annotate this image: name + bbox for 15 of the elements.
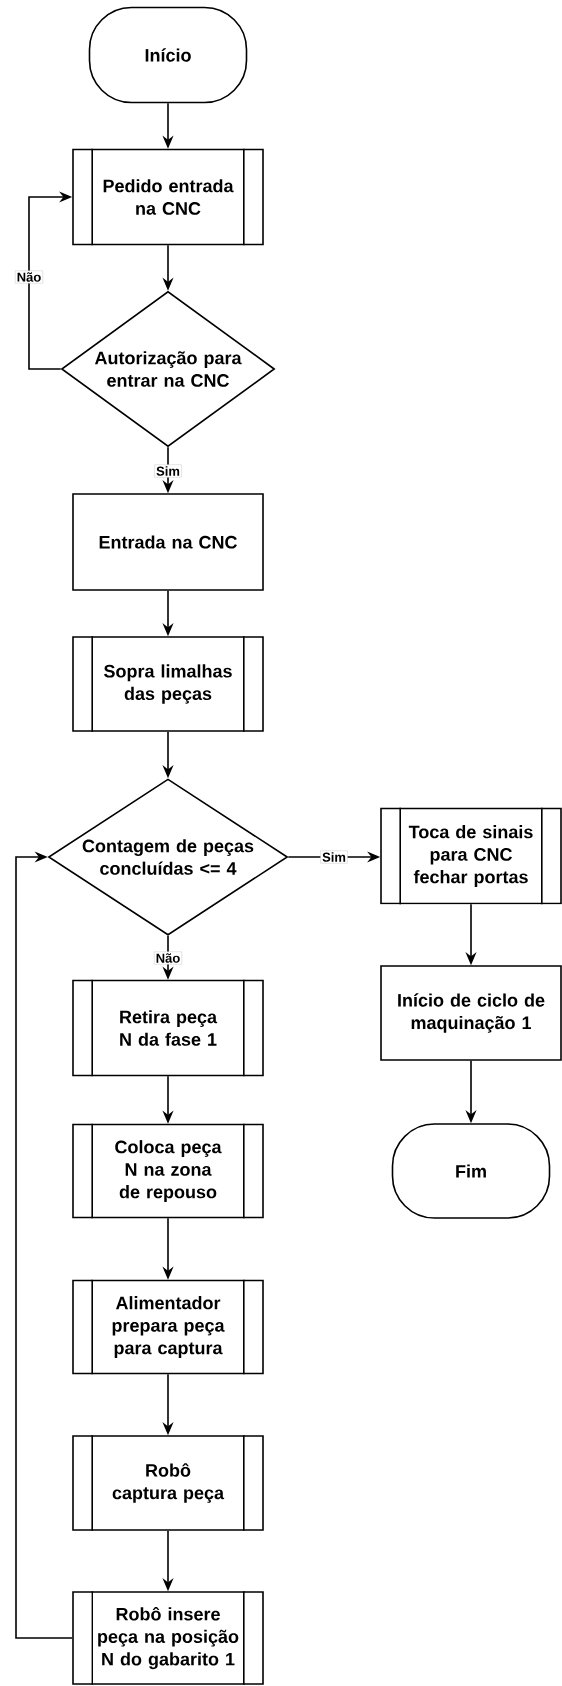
- subprocess-box: Alimentador prepara peça para captura: [72, 1278, 264, 1376]
- subprocess-box: Robô insere peça na posição N do gabarito 1: [72, 1590, 264, 1686]
- arrow: [15, 851, 73, 1639]
- subprocess-box: Toca de sinais para CNC fechar portas: [380, 806, 562, 906]
- subprocess-box: Coloca peça N na zona de repouso: [72, 1122, 264, 1220]
- subprocess-box: Pedido entrada na CNC: [72, 147, 264, 247]
- subprocess-box: Sopra limalhas das peças: [72, 635, 264, 733]
- edge-label: Sim: [154, 464, 182, 478]
- edge-label: Não: [14, 270, 44, 284]
- process-box: Início de ciclo de maquinação 1: [380, 965, 562, 1061]
- subprocess-box: Retira peça N da fase 1: [72, 978, 264, 1078]
- subprocess-box: Robô captura peça: [72, 1434, 264, 1532]
- edge-label: Sim: [320, 850, 348, 864]
- edge-label: Não: [153, 951, 183, 965]
- process-box: Entrada na CNC: [72, 493, 264, 591]
